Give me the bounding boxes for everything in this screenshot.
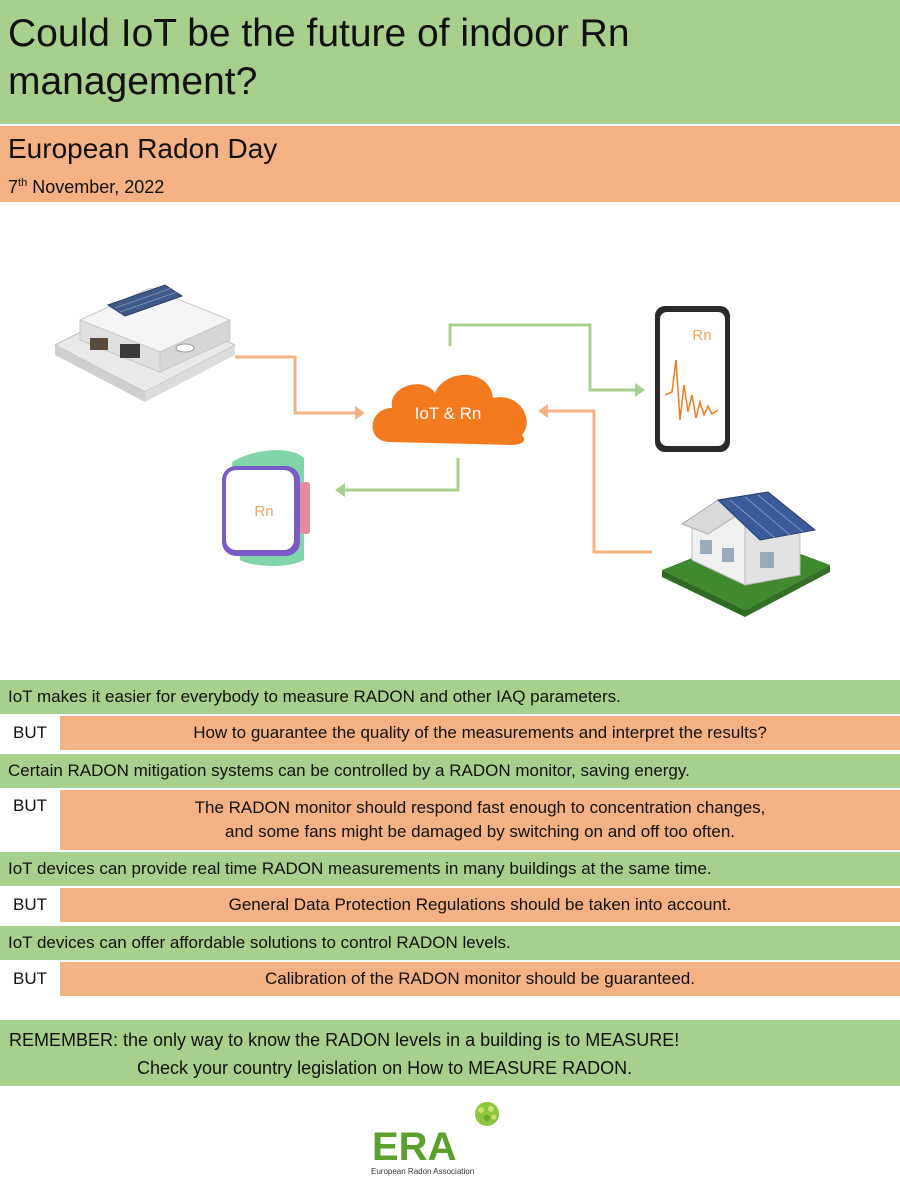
arrow-head [335, 483, 345, 497]
smartwatch-illustration: Rn [222, 450, 310, 566]
cloud-label: IoT & Rn [415, 404, 482, 423]
caveat-row: Calibration of the RADON monitor should … [60, 962, 900, 996]
but-label: BUT [0, 716, 60, 750]
caveat-line: How to guarantee the quality of the meas… [193, 723, 767, 742]
logo-wordmark: ERA [372, 1125, 456, 1169]
arrow-building-to-cloud [235, 355, 355, 415]
statement-row: IoT devices can provide real time RADON … [0, 852, 900, 886]
remember-line-2: Check your country legislation on How to… [137, 1058, 633, 1078]
but-label: BUT [0, 790, 60, 850]
watch-label: Rn [254, 503, 273, 520]
arrow-house-to-cloud [548, 409, 652, 554]
commercial-building-illustration [53, 284, 237, 402]
event-date: 7th November, 2022 [8, 172, 164, 198]
arrow-head [635, 383, 645, 397]
house-illustration [662, 491, 830, 617]
era-logo: ERA [372, 1102, 499, 1169]
smartphone-illustration: Rn [655, 306, 730, 452]
remember-line-1: REMEMBER: the only way to know the RADON… [9, 1030, 680, 1050]
but-label: BUT [0, 962, 60, 996]
arrow-cloud-to-phone [448, 323, 635, 392]
caveat-row: The RADON monitor should respond fast en… [60, 790, 900, 850]
caveat-row: How to guarantee the quality of the meas… [60, 716, 900, 750]
caveat-line: The RADON monitor should respond fast en… [194, 798, 766, 817]
iot-diagram: IoT & Rn Rn Rn [53, 284, 830, 617]
arrow-head [538, 404, 548, 418]
arrow-head [355, 406, 365, 420]
statement-row: IoT makes it easier for everybody to mea… [0, 680, 900, 714]
title-band [0, 0, 900, 124]
event-name: European Radon Day [8, 133, 278, 164]
but-label: BUT [0, 888, 60, 922]
event-month-year: November, 2022 [27, 177, 165, 197]
statement-row: IoT devices can offer affordable solutio… [0, 926, 900, 960]
cloud-icon: IoT & Rn [372, 374, 527, 445]
event-day-suffix: th [18, 177, 28, 189]
statement-row: Certain RADON mitigation systems can be … [0, 754, 900, 788]
phone-label: Rn [692, 327, 711, 344]
radon-atom-icon [475, 1102, 499, 1126]
caveat-line: and some fans might be damaged by switch… [224, 822, 736, 841]
caveat-line: General Data Protection Regulations shou… [228, 895, 732, 914]
event-day: 7 [8, 177, 19, 197]
logo-subtitle: European Radon Association [371, 1167, 475, 1176]
event-band [0, 126, 900, 202]
caveat-row: General Data Protection Regulations shou… [60, 888, 900, 922]
remember-banner: REMEMBER: the only way to know the RADON… [0, 1020, 900, 1086]
page-title: Could IoT be the future of indoor Rn man… [8, 12, 630, 103]
caveat-line: Calibration of the RADON monitor should … [265, 969, 695, 988]
arrow-cloud-to-watch [345, 458, 460, 492]
